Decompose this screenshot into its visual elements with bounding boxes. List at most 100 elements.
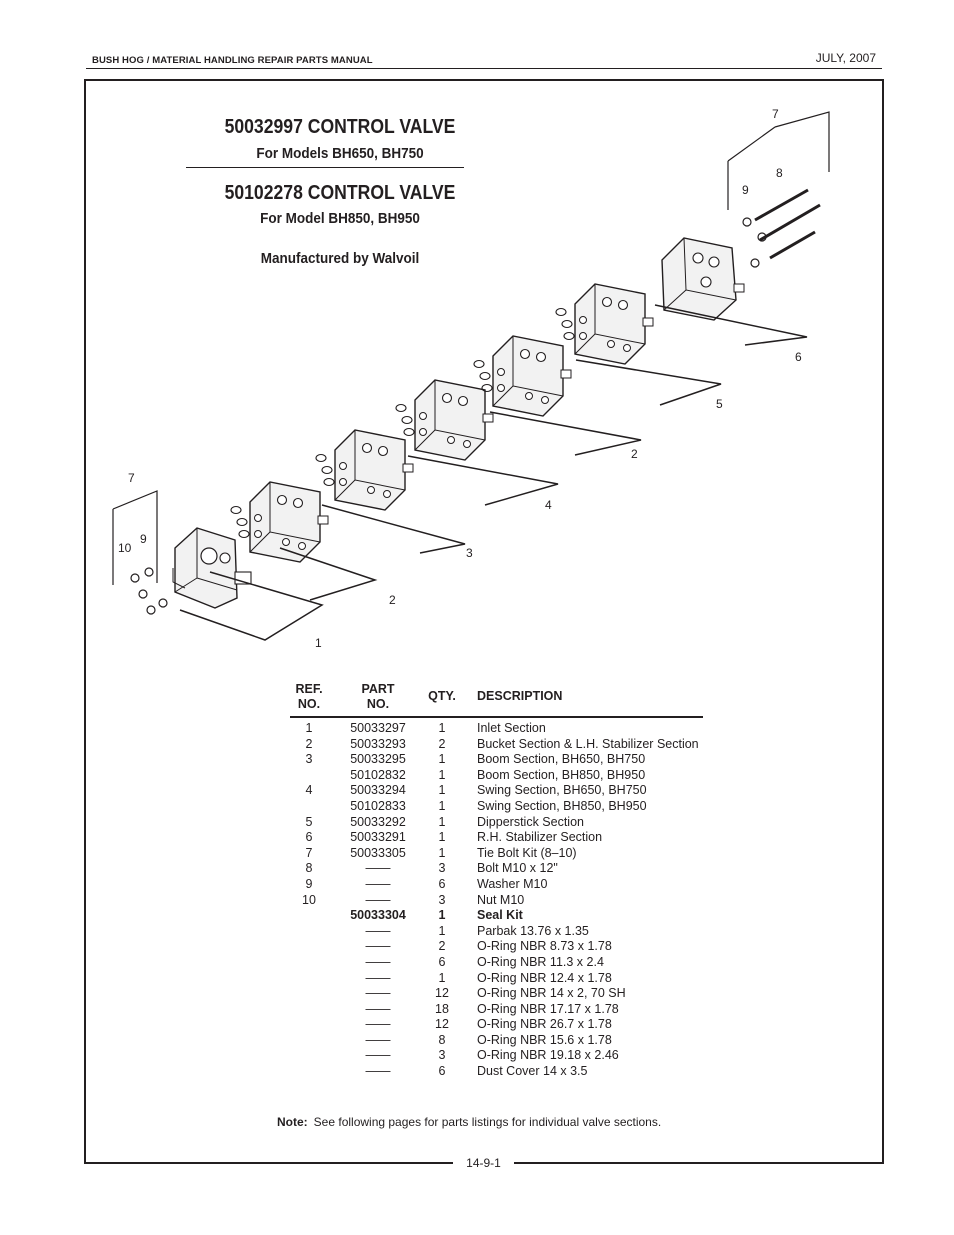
- note: Note:See following pages for parts listi…: [277, 1115, 661, 1129]
- callout-3: 3: [466, 546, 473, 560]
- cell-qty: 1: [438, 798, 446, 813]
- header-part-no: PART NO.: [361, 682, 395, 711]
- cell-description: R.H. Stabilizer Section: [477, 830, 603, 845]
- header-ref-no: REF. NO.: [295, 682, 323, 711]
- cell-qty: 2: [438, 736, 446, 751]
- callout-5: 5: [716, 397, 723, 411]
- header-description: DESCRIPTION: [477, 689, 563, 703]
- cell-description: Nut M10: [477, 892, 525, 907]
- cell-qty: 1: [438, 970, 446, 985]
- cell-part-no: ——: [365, 970, 391, 985]
- cell-part-no: 50033305: [350, 845, 406, 860]
- cell-part-no: ——: [365, 1017, 391, 1032]
- cell-description: Dipperstick Section: [477, 814, 584, 829]
- frame-bottom-left: [84, 1162, 453, 1164]
- cell-part-no: ——: [365, 1064, 391, 1079]
- table-row: 2 50033293 2 Bucket Section & L.H. Stabiliz…: [290, 737, 710, 753]
- callout-9-top: 9: [742, 183, 749, 197]
- title-1: 50032997 CONTROL VALVE: [224, 116, 456, 138]
- cell-qty: 1: [438, 845, 446, 860]
- callout-7-top: 7: [772, 107, 779, 121]
- cell-ref: 3: [305, 752, 313, 767]
- subtitle-1: For Models BH650, BH750: [256, 145, 424, 162]
- cell-qty: 1: [438, 908, 446, 923]
- cell-qty: 2: [438, 939, 446, 954]
- cell-description: Bucket Section & L.H. Stabilizer Section: [477, 736, 699, 751]
- cell-description: O-Ring NBR 26.7 x 1.78: [477, 1017, 612, 1032]
- cell-qty: 1: [438, 923, 446, 938]
- valve-section-rh-stabilizer: [661, 237, 745, 321]
- title-2: 50102278 CONTROL VALVE: [224, 182, 456, 204]
- cell-qty: 1: [438, 752, 446, 767]
- cell-qty: 12: [435, 986, 449, 1001]
- cell-ref: 9: [305, 876, 313, 891]
- tie-bolt-kit-top: [727, 111, 830, 268]
- cell-part-no: ——: [365, 892, 391, 907]
- cell-description: O-Ring NBR 17.17 x 1.78: [477, 1001, 619, 1016]
- cell-qty: 6: [438, 954, 446, 969]
- valve-section-lh-stabilizer: [473, 335, 572, 417]
- cell-part-no: ——: [365, 861, 391, 876]
- cell-description: Bolt M10 x 12": [477, 861, 558, 876]
- cell-ref: 10: [302, 892, 316, 907]
- table-row: —— 12 O-Ring NBR 26.7 x 1.78: [290, 1017, 710, 1033]
- note-text: See following pages for parts listings f…: [313, 1115, 662, 1129]
- tie-bolt-kit-left: [112, 490, 168, 615]
- cell-description: Washer M10: [477, 876, 548, 891]
- cell-qty: 12: [435, 1017, 449, 1032]
- cell-part-no: 50033291: [350, 830, 406, 845]
- subtitle-2: For Model BH850, BH950: [260, 210, 420, 227]
- callout-8: 8: [776, 166, 783, 180]
- table-row: 10 —— 3 Nut M10: [290, 893, 710, 909]
- cell-qty: 6: [438, 876, 446, 891]
- cell-ref: 2: [305, 736, 313, 751]
- cell-description: O-Ring NBR 15.6 x 1.78: [477, 1032, 612, 1047]
- cell-part-no: ——: [365, 954, 391, 969]
- cell-qty: 1: [438, 767, 446, 782]
- table-row: 8 —— 3 Bolt M10 x 12": [290, 861, 710, 877]
- cell-description: O-Ring NBR 11.3 x 2.4: [477, 954, 604, 969]
- title-divider: [186, 167, 464, 168]
- valve-section-bucket: [230, 481, 329, 563]
- cell-qty: 3: [438, 861, 446, 876]
- callout-9-left: 9: [140, 532, 147, 546]
- cell-part-no: 50102832: [350, 767, 406, 782]
- cell-part-no: ——: [365, 939, 391, 954]
- page-number: 14-9-1: [466, 1156, 501, 1170]
- header-rule: [290, 716, 703, 718]
- cell-ref: 8: [305, 861, 313, 876]
- callout-6: 6: [795, 350, 802, 364]
- frame-bottom-right: [514, 1162, 884, 1164]
- cell-qty: 3: [438, 892, 446, 907]
- cell-qty: 1: [438, 830, 446, 845]
- callout-1: 1: [315, 636, 322, 650]
- cell-part-no: 50033292: [350, 814, 406, 829]
- cell-description: Seal Kit: [477, 908, 523, 923]
- cell-description: Parbak 13.76 x 1.35: [477, 923, 589, 938]
- cell-description: Swing Section, BH850, BH950: [477, 798, 647, 813]
- cell-part-no: 50033293: [350, 736, 406, 751]
- table-row: —— 6 O-Ring NBR 11.3 x 2.4: [290, 955, 710, 971]
- cell-description: Swing Section, BH650, BH750: [477, 783, 647, 798]
- cell-part-no: ——: [365, 1048, 391, 1063]
- cell-description: Boom Section, BH650, BH750: [477, 752, 646, 767]
- header-manual-title: BUSH HOG / MATERIAL HANDLING REPAIR PART…: [92, 55, 373, 66]
- cell-description: Tie Bolt Kit (8–10): [477, 845, 577, 860]
- cell-part-no: 50033297: [350, 721, 406, 735]
- cell-part-no: ——: [365, 986, 391, 1001]
- callout-4: 4: [545, 498, 552, 512]
